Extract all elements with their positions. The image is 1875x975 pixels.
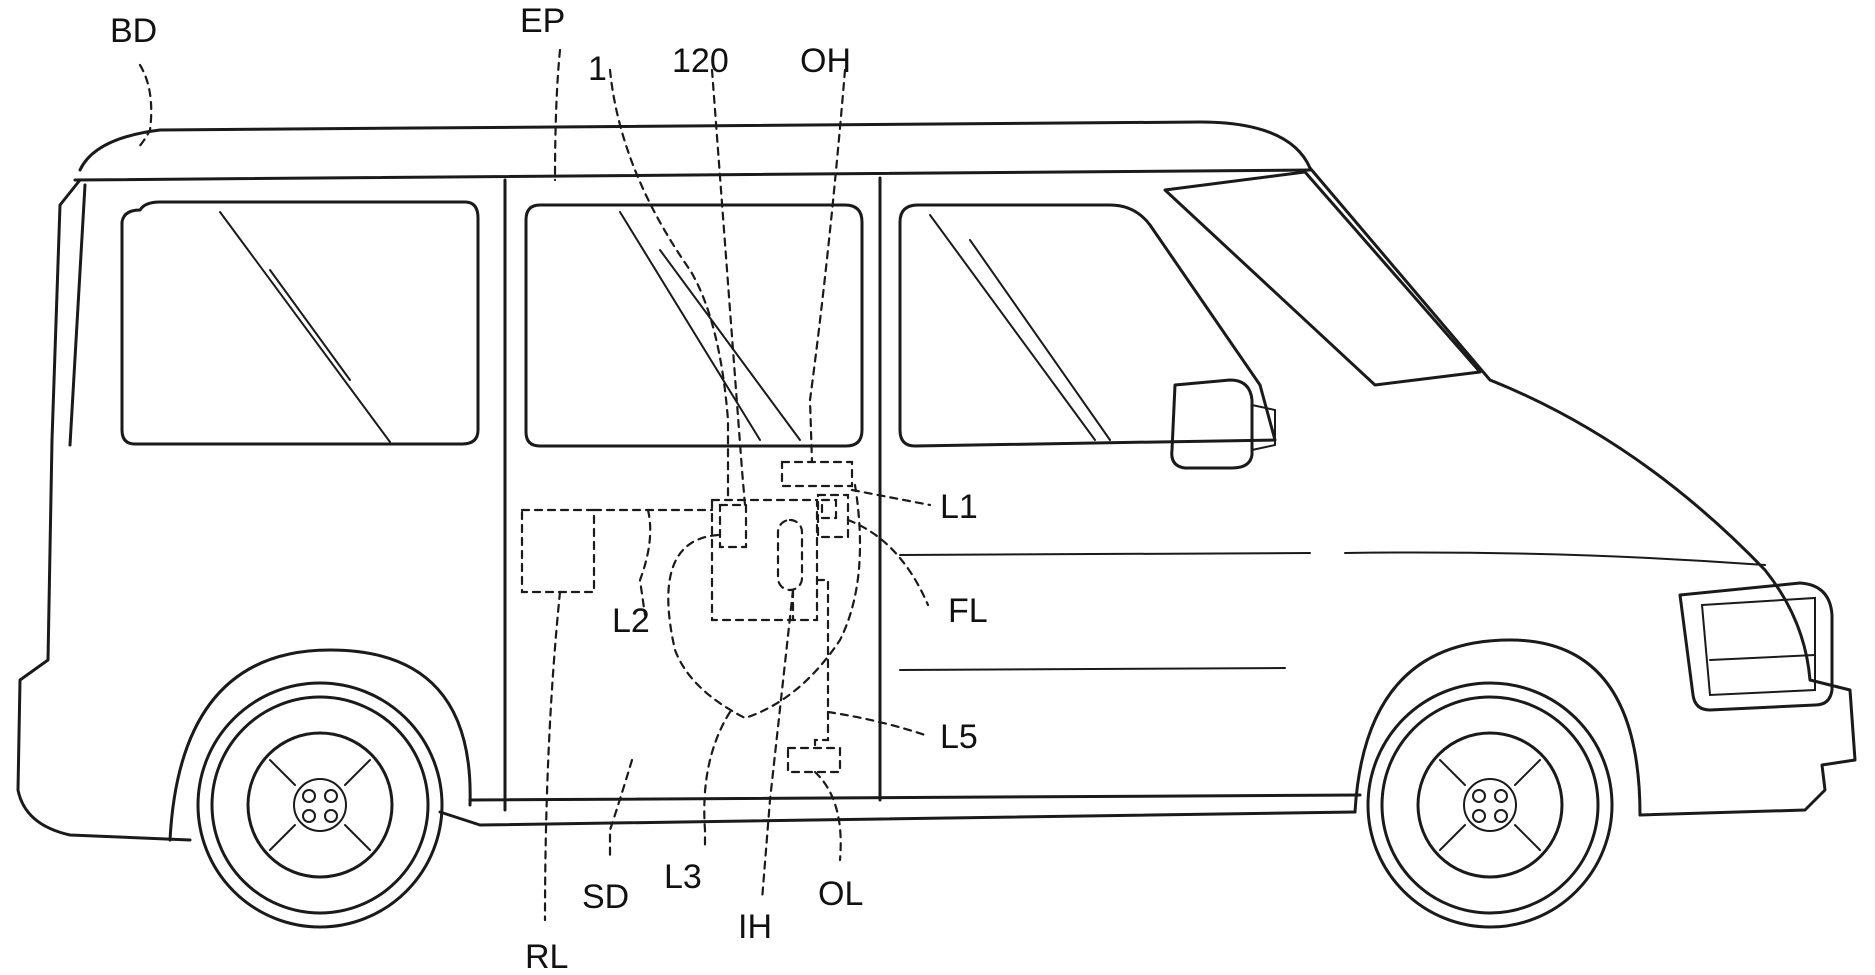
rear-wheel	[170, 650, 470, 927]
rear-lock-box	[522, 510, 594, 592]
label-rl: RL	[525, 938, 568, 975]
outside-handle-box	[782, 462, 852, 486]
open-lever-box	[788, 748, 840, 772]
van-body	[18, 122, 1855, 840]
front-wheel	[1355, 640, 1640, 927]
label-l3: L3	[664, 858, 702, 896]
hidden-components	[138, 50, 930, 920]
window-rear	[122, 202, 478, 444]
front-lock-box	[818, 495, 848, 537]
label-ol: OL	[818, 875, 863, 913]
label-120: 120	[672, 42, 729, 80]
side-mirror	[1172, 380, 1275, 468]
label-sd: SD	[582, 878, 629, 916]
label-oh: OH	[800, 42, 851, 80]
unit-120-box	[720, 505, 746, 547]
label-ep: EP	[520, 2, 565, 40]
label-bd: BD	[110, 12, 157, 50]
window-sliding-door	[526, 205, 862, 446]
label-fl: FL	[948, 592, 988, 630]
label-l1: L1	[940, 488, 978, 526]
label-l2: L2	[612, 602, 650, 640]
label-1: 1	[588, 50, 607, 88]
inside-handle-box	[778, 520, 802, 590]
label-ih: IH	[738, 908, 772, 946]
cable-l3-loop	[668, 485, 860, 718]
headlight	[1680, 583, 1832, 710]
label-l5: L5	[940, 718, 978, 756]
